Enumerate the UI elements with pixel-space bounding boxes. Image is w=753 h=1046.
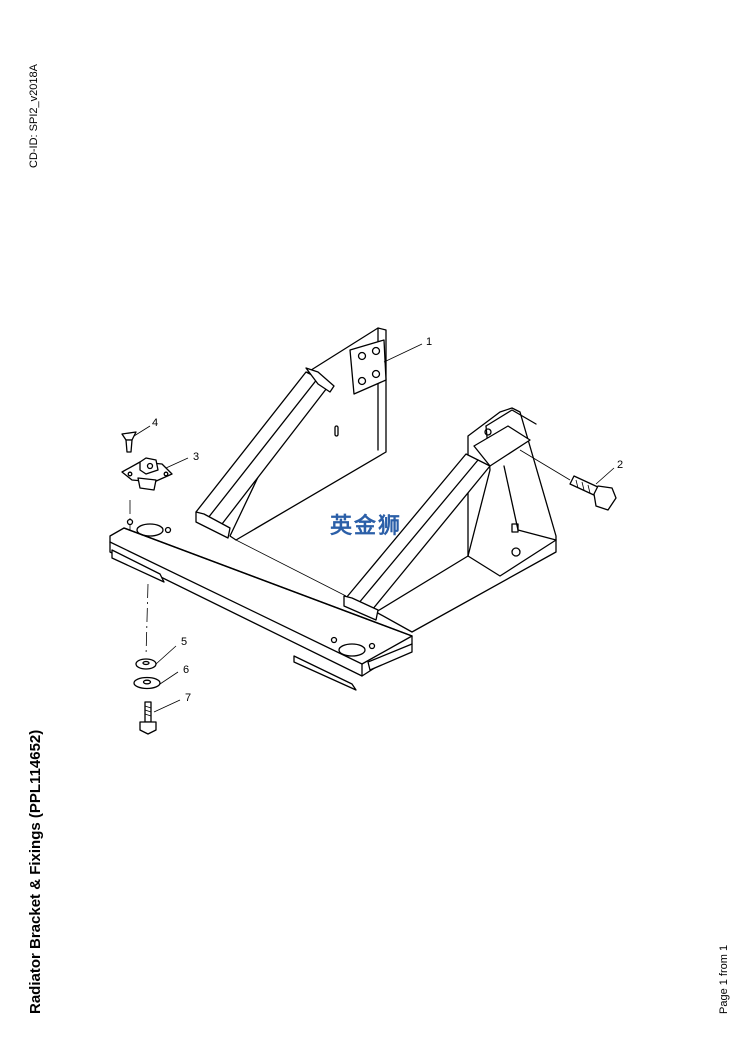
base-frame bbox=[109, 518, 413, 691]
watermark-logo: 英金狮 bbox=[330, 514, 403, 539]
bolt-item-7 bbox=[139, 701, 157, 735]
callout-3: 3 bbox=[193, 451, 199, 463]
washer-item-5 bbox=[135, 658, 157, 670]
right-channel-bracket bbox=[375, 407, 557, 633]
washer-item-6 bbox=[133, 676, 161, 690]
callout-6: 6 bbox=[183, 664, 189, 676]
callout-4: 4 bbox=[152, 417, 158, 429]
screw-item-4 bbox=[121, 431, 137, 453]
right-strut bbox=[343, 453, 491, 621]
callout-5: 5 bbox=[181, 636, 187, 648]
left-strut bbox=[195, 367, 335, 539]
callout-2: 2 bbox=[617, 459, 623, 471]
callout-1: 1 bbox=[426, 336, 432, 348]
rubber-mount-item-3 bbox=[121, 457, 173, 491]
bolt-item-2 bbox=[519, 449, 617, 511]
callout-7: 7 bbox=[185, 692, 191, 704]
rear-mounting-plate bbox=[229, 327, 387, 541]
